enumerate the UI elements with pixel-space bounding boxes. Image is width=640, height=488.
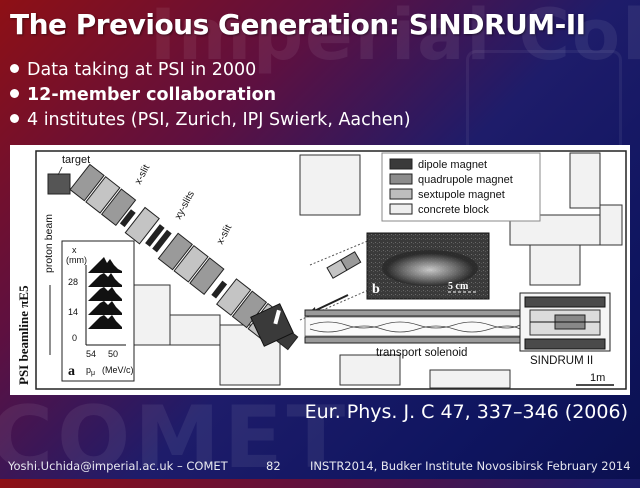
legend-swatch: [389, 188, 413, 200]
bullet-item: Data taking at PSI in 2000: [10, 58, 411, 83]
beamline-label: PSI beamline πE5: [16, 285, 31, 385]
x-slit-label-2: x-slit: [215, 223, 234, 247]
tick-0: 0: [72, 333, 77, 343]
legend-label: sextupole magnet: [418, 189, 505, 201]
transport-solenoid-label: transport solenoid: [376, 347, 467, 359]
x-slit-label-1: x-slit: [133, 163, 152, 187]
scale-bar-label: 1m: [590, 372, 605, 384]
legend-swatch: [389, 158, 413, 170]
bullet-dot-icon: [10, 89, 19, 98]
tick-54: 54: [86, 349, 96, 359]
concrete-blocks: [129, 152, 623, 389]
bullet-item: 12-member collaboration: [10, 83, 411, 108]
xy-slits-label: xy-slits: [173, 189, 197, 221]
beam-spot: [382, 250, 478, 286]
tick-14: 14: [68, 307, 78, 317]
panel-a-inset: x (mm) 28 14 0 54 50 a pμ (MeV/c): [61, 240, 135, 382]
legend-swatch: [389, 173, 413, 185]
panel-b-label: b: [372, 282, 380, 297]
bullet-dot-icon: [10, 114, 19, 123]
inset-scale-label: 5 cm: [448, 281, 469, 292]
beamline-diagram: target x-slit xy-slits x-slit: [16, 150, 627, 390]
proton-beam-label: proton beam: [43, 214, 55, 273]
bend-dipole: [250, 303, 294, 347]
target-block: [47, 173, 71, 195]
tick-28: 28: [68, 277, 78, 287]
p-label: pμ: [86, 365, 95, 377]
target-label: target: [62, 154, 90, 166]
sindrum-detector: [519, 292, 611, 352]
figure-frame: [35, 150, 627, 390]
figure-legend: dipole magnet quadrupole magnet sextupol…: [381, 152, 541, 222]
x-axis-unit: x: [72, 245, 77, 255]
legend-label: dipole magnet: [418, 159, 487, 171]
transport-solenoid: [304, 309, 521, 344]
legend-swatch: [389, 203, 413, 215]
bullet-dot-icon: [10, 64, 19, 73]
comet-watermark: COMET: [0, 388, 350, 488]
beamline-figure: target x-slit xy-slits x-slit: [10, 145, 630, 395]
sindrum-label: SINDRUM II: [530, 355, 593, 367]
legend-label: concrete block: [418, 204, 489, 216]
footer-page-number: 82: [266, 459, 281, 473]
slide-title: The Previous Generation: SINDRUM-II: [10, 8, 586, 41]
beam-path: [309, 239, 371, 266]
citation: Eur. Phys. J. C 47, 337–346 (2006): [304, 401, 628, 423]
quad-segment: [326, 251, 362, 279]
footer-email: Yoshi.Uchida@imperial.ac.uk – COMET: [8, 459, 228, 473]
legend-label: quadrupole magnet: [418, 174, 513, 186]
x-axis-mm: (mm): [66, 255, 87, 265]
footer-event: INSTR2014, Budker Institute Novosibirsk …: [310, 459, 631, 473]
panel-a-label: a: [68, 364, 75, 379]
p-unit: (MeV/c): [102, 365, 134, 375]
bullet-list: Data taking at PSI in 2000 12-member col…: [10, 58, 411, 133]
bullet-item: 4 institutes (PSI, Zurich, IPJ Swierk, A…: [10, 108, 411, 133]
momentum-histograms: [88, 257, 122, 329]
tick-50: 50: [108, 349, 118, 359]
